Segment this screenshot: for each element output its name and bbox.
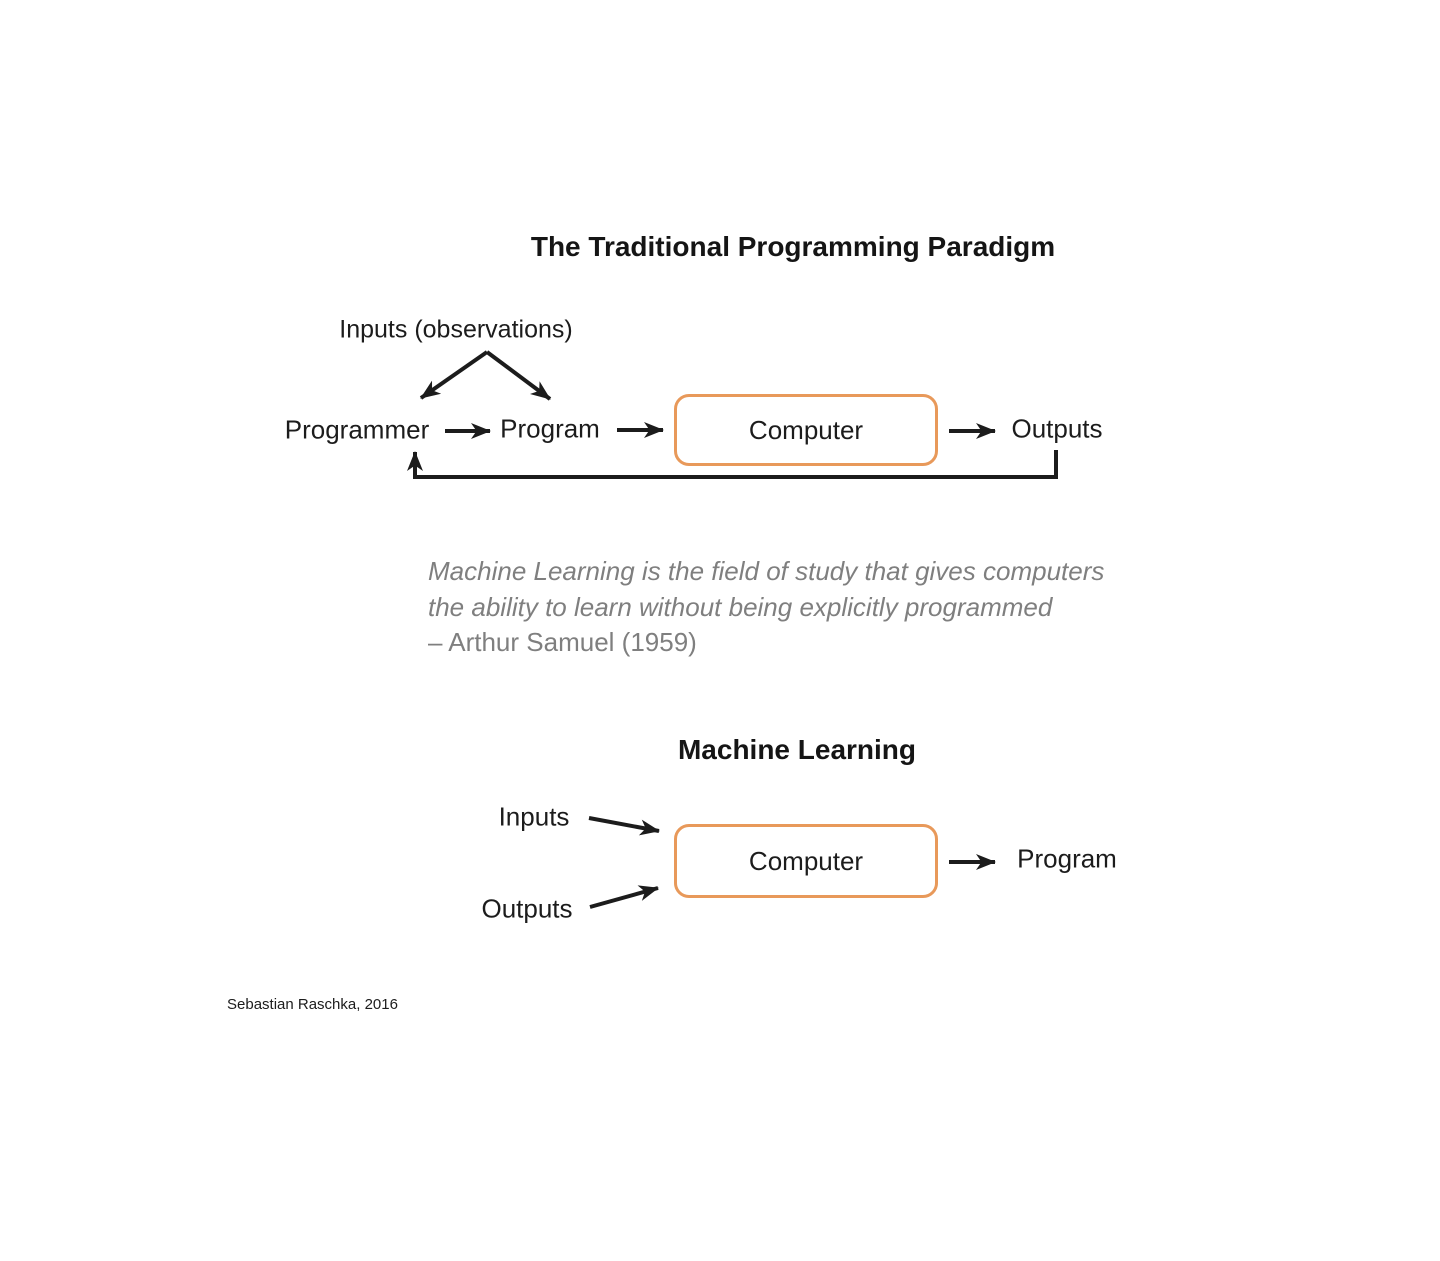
arrow-inputs-to-program [485, 350, 552, 401]
program-label: Program [500, 413, 600, 444]
outputs-label: Outputs [1011, 413, 1103, 444]
computer-box-traditional-label: Computer [748, 414, 864, 445]
programmer-label: Programmer [284, 414, 430, 445]
inputs-observations-label: Inputs (observations) [339, 315, 573, 344]
traditional-paradigm-title: The Traditional Programming Paradigm [530, 231, 1056, 262]
computer-box-ml: Computer [674, 824, 938, 898]
ml-inputs-label: Inputs [498, 801, 570, 832]
computer-box-ml-label: Computer [748, 845, 864, 876]
machine-learning-title: Machine Learning [677, 734, 917, 765]
ml-outputs-label: Outputs [481, 893, 573, 924]
author-credit: Sebastian Raschka, 2016 [227, 996, 398, 1013]
computer-box-traditional: Computer [674, 394, 938, 466]
ml-program-label: Program [1017, 843, 1117, 874]
arrow-outputs-to-computer [589, 885, 659, 909]
arrow-inputs-to-programmer [419, 350, 489, 400]
quote-attribution: – Arthur Samuel (1959) [428, 627, 697, 657]
quote-line-2: the ability to learn without being expli… [428, 591, 1053, 622]
arrow-inputs-to-computer [588, 816, 660, 836]
quote-line-1: Machine Learning is the field of study t… [428, 556, 1105, 586]
ml-definition-quote: Machine Learning is the field of study t… [428, 554, 1104, 661]
